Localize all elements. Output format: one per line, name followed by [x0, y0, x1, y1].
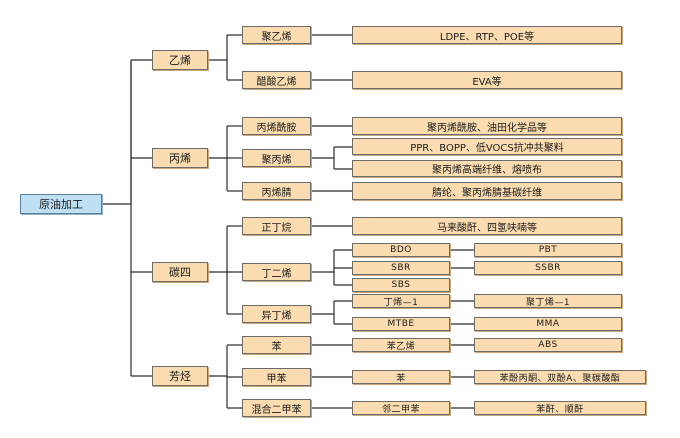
node-pp-films: PPR、BOPP、低VOCS抗冲共聚料	[352, 138, 622, 155]
node-vinyl-acetate: 醋酸乙烯	[242, 71, 311, 89]
node-phenol-chain: 苯酚丙酮、双酚A、聚碳酸酯	[474, 370, 646, 384]
node-eva: EVA等	[352, 71, 622, 89]
node-polypropylene: 聚丙烯	[242, 149, 311, 167]
node-pam-products: 聚丙烯酰胺、油田化学品等	[352, 117, 622, 135]
node-c4: 碳四	[152, 262, 208, 282]
node-propylene: 丙烯	[152, 148, 208, 168]
node-abs: ABS	[474, 338, 622, 352]
node-mma: MMA	[474, 317, 622, 331]
node-ethylene: 乙烯	[152, 50, 208, 70]
node-benzene-from-toluene: 苯	[352, 370, 450, 384]
node-pp-fiber: 聚丙烯高端纤维、熔喷布	[352, 160, 622, 177]
node-o-xylene: 邻二甲苯	[352, 401, 450, 415]
node-mixed-xylene: 混合二甲苯	[242, 399, 311, 417]
node-mtbe: MTBE	[352, 317, 450, 331]
node-styrene: 苯乙烯	[352, 338, 450, 352]
node-toluene: 甲苯	[242, 368, 311, 386]
node-ssbr: SSBR	[474, 261, 622, 275]
node-benzene: 苯	[242, 336, 311, 354]
node-sbr: SBR	[352, 261, 450, 275]
node-acrylic: 腈纶、聚丙烯腈基碳纤维	[352, 182, 622, 200]
node-n-butane: 正丁烷	[242, 217, 311, 235]
node-sbs: SBS	[352, 278, 450, 292]
node-pe-products: LDPE、RTP、POE等	[352, 26, 622, 44]
root-node: 原油加工	[20, 194, 102, 214]
node-bdo: BDO	[352, 243, 450, 257]
node-acrylamide: 丙烯酰胺	[242, 117, 311, 135]
node-isobutylene: 异丁烯	[242, 305, 311, 323]
node-acrylonitrile: 丙烯腈	[242, 182, 311, 200]
node-aromatics: 芳烃	[152, 366, 208, 386]
node-butadiene: 丁二烯	[242, 263, 311, 281]
node-pbt: PBT	[474, 243, 622, 257]
node-polybutene-1: 聚丁烯—1	[474, 294, 622, 308]
node-maleic: 马来酸酐、四氢呋喃等	[352, 217, 622, 235]
node-butene-1: 丁烯—1	[352, 294, 450, 308]
node-anhydrides: 苯酐、顺酐	[474, 401, 646, 415]
node-polyethylene: 聚乙烯	[242, 26, 311, 44]
